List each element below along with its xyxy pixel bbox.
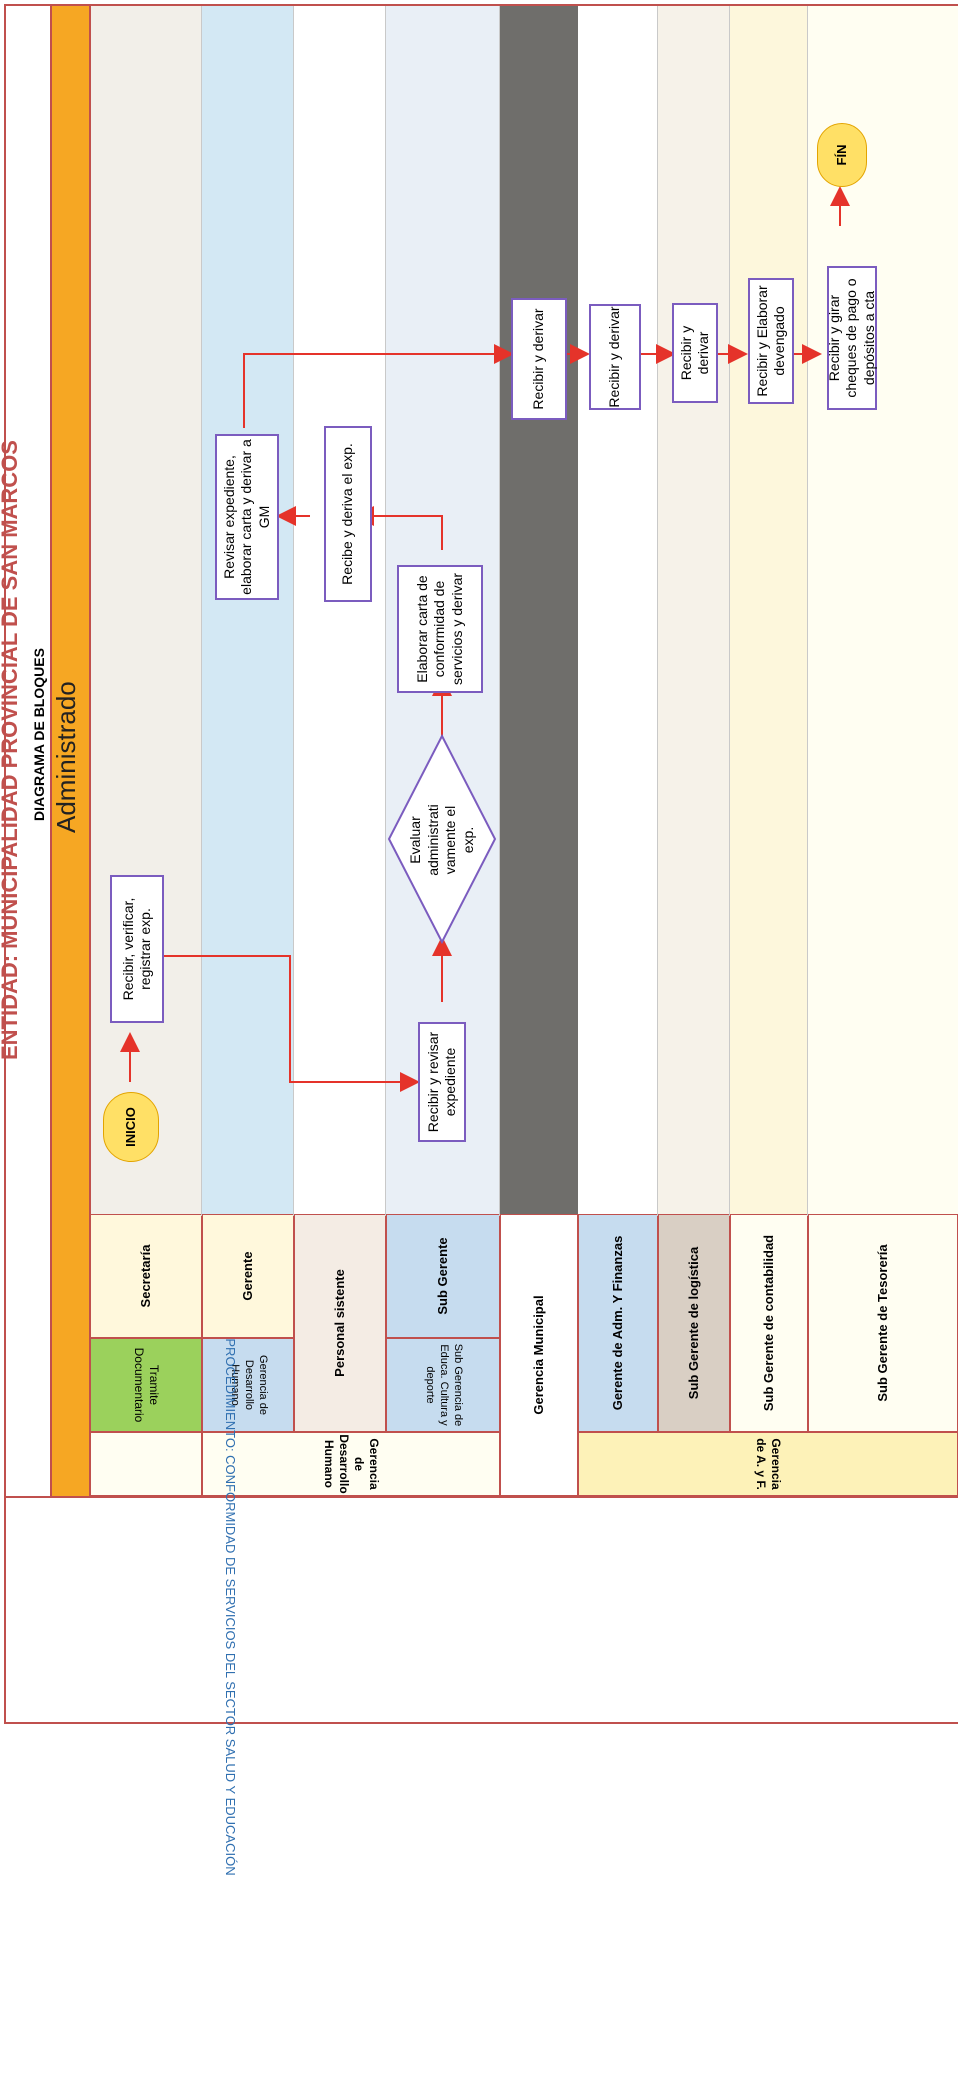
label-gdh-sub-bg	[202, 1338, 294, 1432]
header-band	[50, 6, 90, 1496]
node-fin: FÍN	[817, 123, 867, 187]
lane-divider	[729, 6, 730, 1216]
lane-label-tramite: Tramite Documentario	[132, 1347, 161, 1423]
lane-bg-logistica	[658, 6, 730, 1338]
label-tes-bg	[808, 1214, 958, 1432]
node-gm-recibir: Recibir y derivar	[511, 298, 567, 420]
label-gdh-group-bg	[202, 1432, 500, 1496]
node-evaluar-shape	[387, 734, 497, 944]
lane-bg-adm	[578, 6, 658, 1338]
lane-divider	[499, 6, 500, 1216]
label-personal-bg	[294, 1214, 386, 1432]
entity-title: ENTIDAD: MUNICIPALIDAD PROVINCIAL DE SAN…	[0, 160, 24, 1060]
lane-bg-gerente	[202, 6, 294, 1338]
lane-divider	[385, 6, 386, 1216]
lane-divider	[50, 6, 52, 1496]
node-recibe-deriva: Recibe y deriva el exp.	[324, 426, 372, 602]
lane-divider	[293, 6, 294, 1216]
label-adm-bg	[578, 1214, 658, 1432]
entity-name: MUNICIPALIDAD PROVINCIAL DE SAN MARCOS	[0, 440, 23, 949]
node-elaborar-carta: Elaborar carta de conformidad de servici…	[397, 565, 483, 693]
lane-bg-tesoreria	[808, 6, 958, 1338]
node-devengado: Recibir y Elaborar devengado	[748, 278, 794, 404]
lane-bg-gm	[500, 6, 578, 1338]
lane-label-subgerente: Sub Gerente	[434, 1237, 450, 1315]
lane-bg-personal	[294, 6, 386, 1338]
node-evaluar: Evaluar administrati vamente el exp.	[407, 804, 476, 876]
label-log-bg	[658, 1214, 730, 1432]
node-inicio: INICIO	[103, 1092, 159, 1162]
block-diagram: ENTIDAD: MUNICIPALIDAD PROVINCIAL DE SAN…	[0, 4, 958, 1876]
lane-divider	[201, 6, 202, 1216]
node-log-recibir: Recibir y derivar	[672, 303, 718, 403]
lane-label-gaf-group: Gerencia de A. y F.	[754, 1438, 783, 1490]
lane-label-gerente-adm: Gerente de Adm. Y Finanzas	[609, 1235, 625, 1411]
lane-label-sg-educa: Sub Gerencia de Educa. Cultura y deporte	[424, 1343, 464, 1427]
node-recibir-revisar: Recibir y revisar expediente	[418, 1022, 466, 1142]
label-gerente-bg	[202, 1214, 294, 1338]
entity-prefix: ENTIDAD:	[0, 954, 23, 1060]
node-recibir-registrar: Recibir, verificar, registrar exp.	[110, 875, 164, 1023]
procedure-strip	[6, 1496, 958, 1722]
node-girar: Recibir y girar cheques de pago o depósi…	[826, 266, 877, 410]
lane-label-gdh-sub: Gerencia de Desarrollo Humano	[229, 1355, 269, 1415]
lane-label-sg-logistica: Sub Gerente de logística	[685, 1246, 701, 1400]
lane-label-gm: Gerencia Municipal	[530, 1295, 546, 1415]
lane-label-personal: Personal sistente	[331, 1269, 347, 1377]
label-gaf-group-bg	[578, 1432, 958, 1496]
header-title: Administrado	[50, 681, 81, 833]
lane-label-secretaria: Secretaría	[137, 1244, 153, 1308]
lane-divider	[807, 6, 808, 1216]
title-band	[6, 6, 50, 1338]
node-gaf-recibir: Recibir y derivar	[589, 304, 641, 410]
lane-label-sg-contabilidad: Sub Gerente de contabilidad	[760, 1234, 776, 1412]
lane-divider	[89, 6, 91, 1496]
lane-bg-contabilidad	[730, 6, 808, 1338]
procedure-title: PROCEDIMIENTO: CONFORMIDAD DE SERVICIOS …	[223, 1338, 239, 1876]
node-revisar-expediente: Revisar expediente, elaborar carta y der…	[215, 434, 279, 600]
label-gm-bg	[500, 1214, 578, 1496]
lane-label-sg-tesoreria: Sub Gerente de Tesorería	[874, 1244, 890, 1402]
label-sgeduca-bg	[386, 1338, 500, 1432]
label-subgerente-bg	[386, 1214, 500, 1338]
lane-label-gdh-group: Gerencia de Desarrollo Humano	[322, 1434, 381, 1494]
lane-divider	[657, 6, 658, 1216]
label-tramite-group-bg	[90, 1432, 202, 1496]
label-cont-bg	[730, 1214, 808, 1432]
